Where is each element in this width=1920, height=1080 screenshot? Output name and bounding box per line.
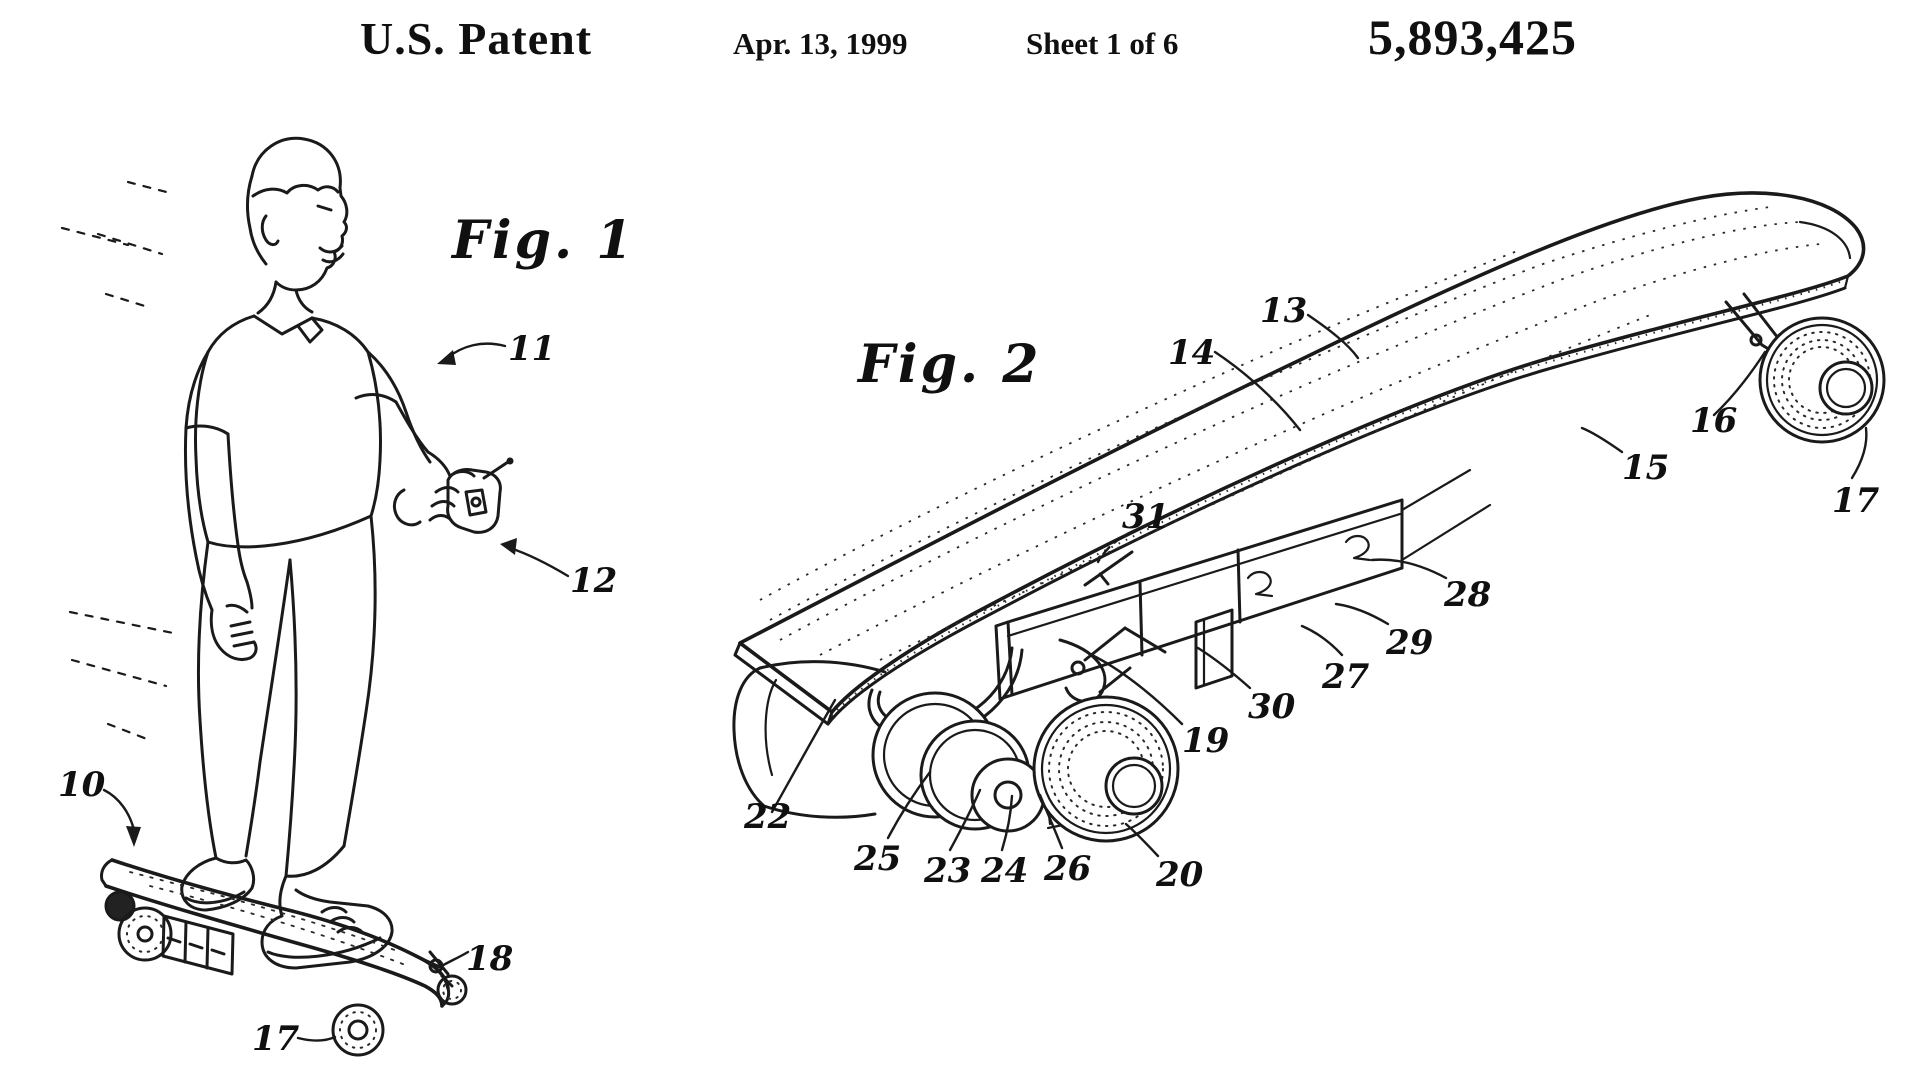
- fig2-leaders: [770, 313, 1868, 858]
- ref-numeral-17-fig1: 17: [252, 1019, 300, 1059]
- antenna-wire: [1083, 550, 1134, 587]
- rider: [180, 136, 476, 970]
- fig2-deck: [733, 191, 1866, 726]
- front-shoe: [260, 874, 394, 970]
- fig2-caption: Fig. 2: [856, 334, 1041, 395]
- ref-numeral-18: 18: [466, 939, 513, 979]
- remote-control: [446, 457, 514, 534]
- figure1-drawing: Fig. 1 11 12 10 17 18: [58, 136, 635, 1059]
- hair: [251, 184, 340, 198]
- motor-housing: [732, 660, 887, 819]
- ref-numeral-11: 11: [508, 329, 555, 369]
- ref-numeral-26: 26: [1043, 849, 1091, 889]
- ref-numeral-31: 31: [1122, 497, 1169, 537]
- front-wheel: [1758, 316, 1886, 444]
- fig1-skateboard: [100, 858, 468, 1057]
- ref-numeral-25: 25: [853, 839, 901, 879]
- ref-numeral-29: 29: [1385, 623, 1433, 663]
- ref-numeral-15: 15: [1622, 448, 1669, 488]
- patent-number: 5,893,425: [1368, 9, 1577, 65]
- latch-hook: [1344, 534, 1372, 562]
- patent-date: Apr. 13, 1999: [733, 26, 908, 61]
- drive-pulleys: [871, 691, 1046, 833]
- mounting-bracket: [1194, 608, 1234, 690]
- ref-numeral-23: 23: [923, 851, 971, 891]
- ref-numeral-16: 16: [1690, 401, 1737, 441]
- ref-numeral-30: 30: [1248, 687, 1296, 727]
- ref-numeral-13: 13: [1260, 291, 1307, 331]
- figure2-drawing: Fig. 2 13 14 15 16 17 19 20 22 23 24 25 …: [732, 191, 1886, 895]
- ref-numeral-10: 10: [58, 765, 106, 805]
- hand-open: [209, 608, 258, 662]
- deck-wedge-supports: [1400, 468, 1492, 562]
- ref-numeral-27: 27: [1321, 657, 1370, 697]
- fig1-battery-box: [161, 914, 235, 976]
- fig1-rear-truck: [418, 950, 468, 1006]
- hand-on-remote: [426, 450, 476, 478]
- ref-numeral-19: 19: [1182, 721, 1229, 761]
- ref-numeral-14: 14: [1168, 333, 1215, 373]
- latch-hook: [1246, 570, 1274, 598]
- ref-numeral-24: 24: [980, 851, 1028, 891]
- speed-lines: [60, 180, 180, 743]
- ref-numeral-20: 20: [1155, 855, 1204, 895]
- ref-numeral-17-fig2: 17: [1832, 481, 1880, 521]
- fig1-caption: Fig. 1: [450, 210, 635, 271]
- rear-wheel: [1032, 695, 1180, 843]
- fig1-front-wheels: [104, 890, 173, 962]
- remote-antenna: [482, 460, 510, 480]
- fig1-leaders: [102, 342, 570, 1042]
- fig1-rear-wheel: [331, 1003, 385, 1057]
- patent-office-label: U.S. Patent: [360, 13, 593, 64]
- ref-numeral-28: 28: [1443, 575, 1491, 615]
- ref-numeral-12: 12: [570, 561, 617, 601]
- remote-button: [464, 488, 488, 517]
- ref-numeral-22: 22: [743, 797, 791, 837]
- sheet-count: Sheet 1 of 6: [1026, 26, 1179, 61]
- battery-housing: [994, 468, 1492, 701]
- ear: [260, 214, 280, 247]
